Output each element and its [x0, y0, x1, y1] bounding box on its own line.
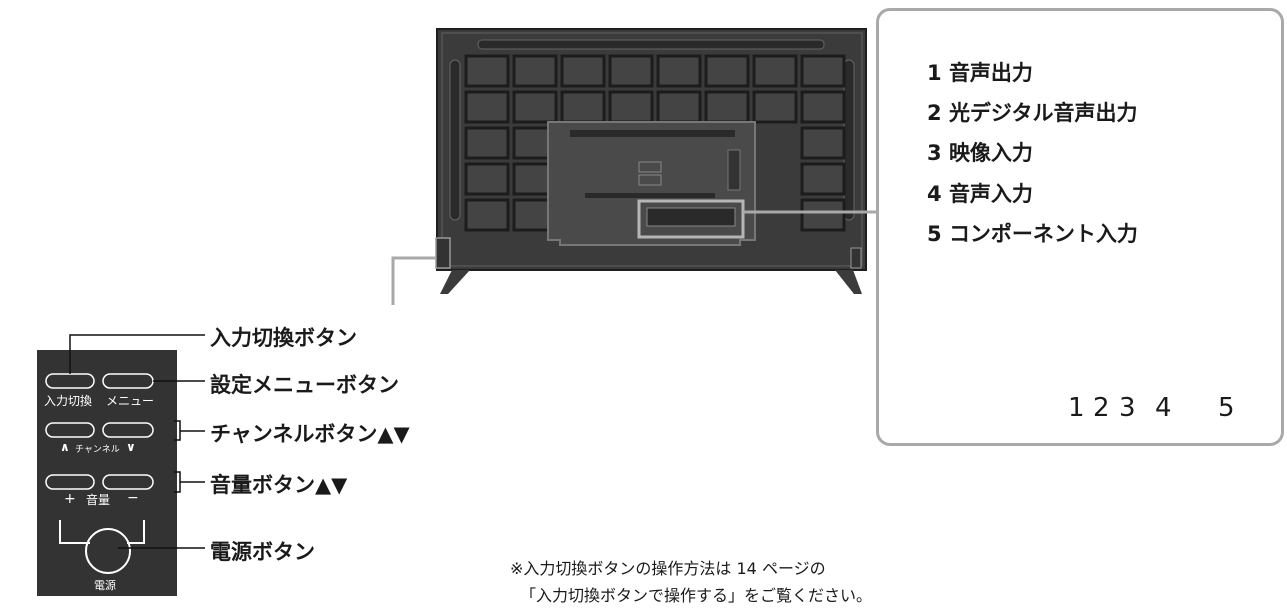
vent-cell [800, 126, 846, 160]
vent-cell [608, 54, 654, 88]
vent-cell [512, 90, 558, 124]
remote-volume-label: 音量 [86, 493, 111, 507]
remote-menu-label: メニュー [106, 394, 155, 408]
port-number-1: 1 [1068, 393, 1085, 423]
port-number-4: 4 [1155, 393, 1172, 423]
port-number-3: 3 [1119, 393, 1136, 423]
port-item-4: 4 音声入力 [927, 182, 1033, 206]
strip-audio-out: 音声出力 [1066, 355, 1091, 362]
control-panel [37, 350, 177, 596]
port-number-2: 2 [1093, 393, 1110, 423]
port-item-5: 5 コンポーネント入力 [927, 222, 1138, 246]
strip-component-in: コンポーネント入力 [1202, 350, 1257, 357]
callout-line-controls [391, 256, 436, 305]
strip-comp-pr: Pr [1257, 361, 1263, 368]
remote-channel-down: ∨ [126, 440, 136, 454]
vent-cell [704, 90, 750, 124]
vent-cell [800, 54, 846, 88]
vent-cell [752, 90, 798, 124]
remote-channel-up: ∧ [60, 440, 70, 454]
vent-cell [704, 54, 750, 88]
control-pointer-lines [69, 334, 205, 549]
vent-cell [464, 162, 510, 196]
vent-cell [464, 90, 510, 124]
strip-comp-pb: Pb [1223, 361, 1231, 368]
strip-video: 映像入力 [1121, 352, 1134, 366]
label-input-button: 入力切換ボタン [210, 326, 357, 350]
remote-vol-minus: − [127, 490, 139, 506]
vent-cell [560, 90, 606, 124]
strip-audio-r: R [1172, 361, 1177, 368]
label-volume-button: 音量ボタン▲▼ [210, 473, 348, 497]
port-callout: 1 音声出力 2 光デジタル音声出力 3 映像入力 4 音声入力 5 コンポーネ… [876, 8, 1284, 446]
remote-input-label: 入力切換 [44, 394, 93, 408]
vent-cell [656, 90, 702, 124]
vent-cell [608, 90, 654, 124]
vent-cell [464, 198, 510, 232]
vent-cell [656, 54, 702, 88]
strip-comp-y: Y [1190, 361, 1194, 368]
vent-cell [464, 54, 510, 88]
strip-audio-in: 音声入力 [1152, 350, 1177, 357]
note-line-1: ※入力切換ボタンの操作方法は 14 ページの [510, 559, 826, 578]
vent-cell [800, 90, 846, 124]
label-power-button: 電源ボタン [210, 540, 315, 564]
remote-channel-label: チャンネル [75, 445, 120, 455]
label-channel-button: チャンネルボタン▲▼ [210, 422, 410, 446]
tv-back [435, 28, 867, 294]
remote-vol-plus: + [64, 491, 76, 507]
vent-cell [512, 54, 558, 88]
label-menu-button: 設定メニューボタン [210, 373, 399, 397]
vent-cell [800, 198, 846, 232]
vent-cell [752, 54, 798, 88]
vent-cell [464, 126, 510, 160]
strip-audio-l: L [1149, 361, 1153, 368]
vent-cell [800, 162, 846, 196]
port-item-1: 1 音声出力 [927, 61, 1033, 85]
port-item-2: 2 光デジタル音声出力 [927, 101, 1138, 125]
strip-optical: 光デジタル音声出力 [1093, 352, 1123, 366]
port-item-3: 3 映像入力 [927, 141, 1033, 165]
vent-cell [560, 54, 606, 88]
remote-power-label: 電源 [94, 579, 116, 592]
note-line-2: 「入力切換ボタンで操作する」をご覧ください。 [520, 586, 873, 605]
port-number-5: 5 [1218, 393, 1235, 423]
